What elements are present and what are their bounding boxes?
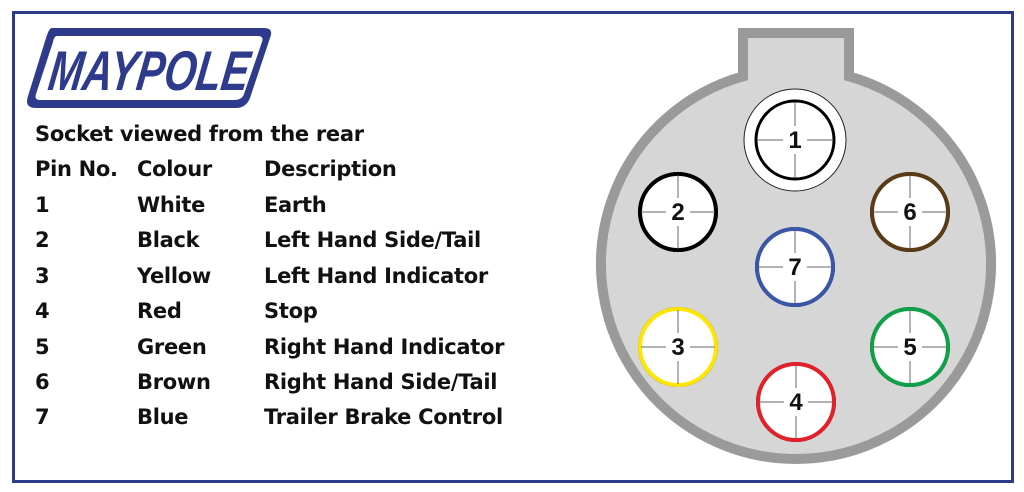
pin-number: 7 [788,254,801,281]
cell-description: Left Hand Indicator [264,264,488,288]
cell-description: Earth [264,193,327,217]
header-pin: Pin No. [35,157,118,181]
pin-number: 1 [788,127,801,154]
pin-6: 6 [870,172,950,252]
pin-3: 3 [638,307,718,387]
pin-5: 5 [870,307,950,387]
cell-colour: Yellow [137,264,211,288]
cell-colour: Red [137,299,182,323]
cell-description: Stop [264,299,318,323]
cell-colour: Blue [137,405,189,429]
cell-pin: 1 [35,193,50,217]
diagram-frame [12,11,1014,483]
pin-number: 5 [903,334,916,361]
cell-colour: Green [137,335,207,359]
cell-colour: White [137,193,206,217]
pin-1: 1 [743,88,847,192]
maypole-logo: MAYPOLE [27,28,272,108]
cell-description: Left Hand Side/Tail [264,228,481,252]
subtitle: Socket viewed from the rear [35,122,364,146]
cell-pin: 3 [35,264,50,288]
pin-number: 3 [671,334,684,361]
cell-description: Right Hand Indicator [264,335,505,359]
pin-number: 6 [903,199,916,226]
cell-pin: 7 [35,405,50,429]
header-colour: Colour [137,157,212,181]
socket-diagram: 1 2 3 4 5 6 7 [596,28,996,464]
pin-number: 2 [671,199,684,226]
cell-colour: Black [137,228,200,252]
cell-description: Trailer Brake Control [264,405,503,429]
cell-colour: Brown [137,370,211,394]
cell-pin: 5 [35,335,50,359]
cell-pin: 4 [35,299,50,323]
svg-text:MAYPOLE: MAYPOLE [45,39,255,102]
pin-7: 7 [755,227,835,307]
cell-pin: 6 [35,370,50,394]
pin-4: 4 [756,362,836,442]
pin-number: 4 [789,389,803,416]
cell-pin: 2 [35,228,50,252]
pin-2: 2 [638,172,718,252]
header-description: Description [264,157,397,181]
cell-description: Right Hand Side/Tail [264,370,498,394]
